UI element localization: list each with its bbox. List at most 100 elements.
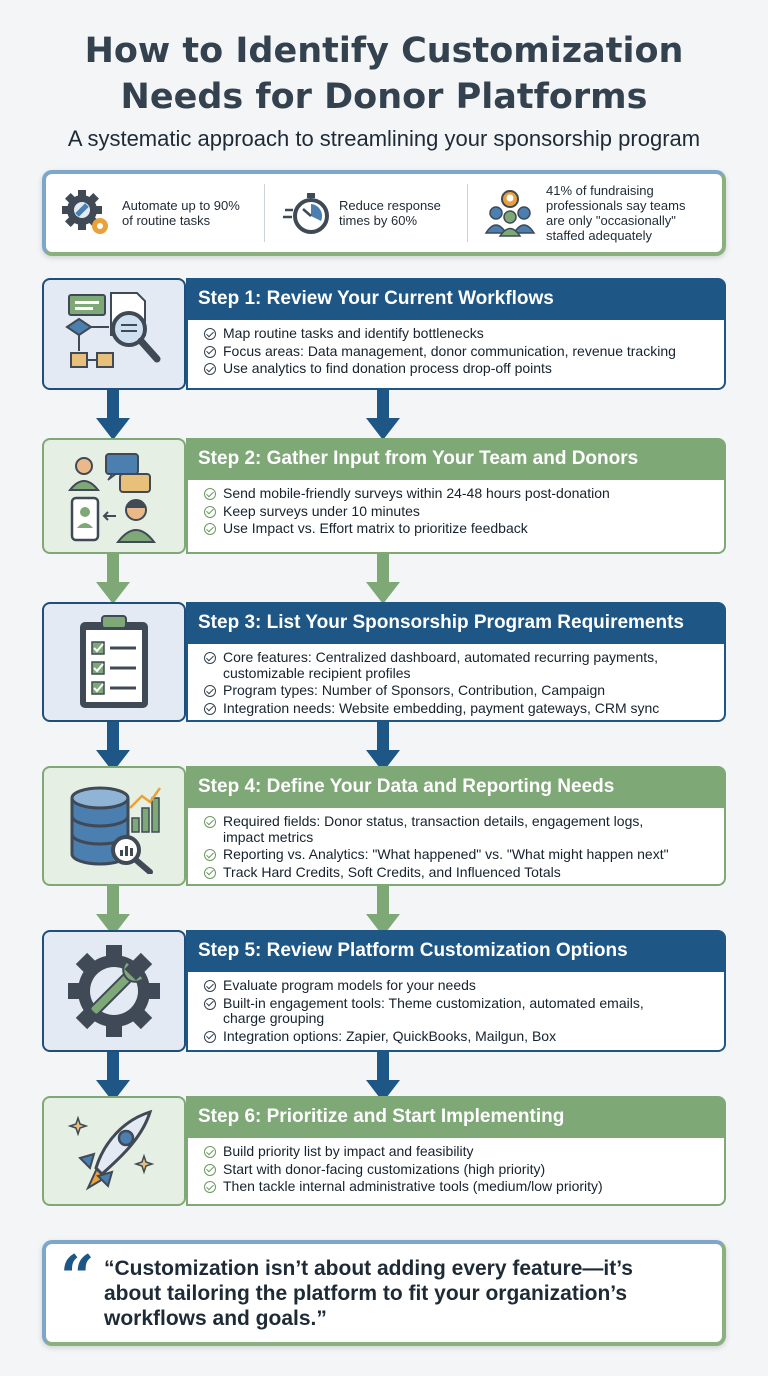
arrow-down-icon bbox=[366, 1052, 400, 1102]
check-icon bbox=[204, 997, 216, 1010]
list-item: Keep surveys under 10 minutes bbox=[204, 502, 712, 520]
bullet-text: Reporting vs. Analytics: "What happened"… bbox=[223, 846, 669, 862]
bullet-text: Integration needs: Website embedding, pa… bbox=[223, 699, 660, 716]
stat-automate: Automate up to 90% of routine tasks bbox=[46, 174, 264, 252]
stat-staffing-text: 41% of fundraising professionals say tea… bbox=[546, 183, 685, 243]
bullet-text: Core features: Centralized dashboard, au… bbox=[223, 649, 659, 681]
page-subtitle: A systematic approach to streamlining yo… bbox=[67, 126, 701, 151]
check-icon bbox=[204, 1181, 216, 1193]
bullet-line: Required fields: Donor status, transacti… bbox=[223, 813, 644, 829]
quote-mark-icon: “ bbox=[60, 1243, 95, 1313]
list-item: Build priority list by impact and feasib… bbox=[204, 1143, 712, 1160]
stat-line: professionals say teams bbox=[546, 198, 686, 213]
check-icon bbox=[204, 702, 216, 715]
people-chat-icon bbox=[67, 453, 157, 543]
check-icon bbox=[204, 652, 216, 664]
arrow-down-icon bbox=[96, 1052, 130, 1102]
check-icon bbox=[204, 1030, 216, 1043]
list-item: Integration options: Zapier, QuickBooks,… bbox=[204, 1027, 712, 1045]
divider bbox=[467, 184, 468, 242]
bullet-text: Keep surveys under 10 minutes bbox=[223, 502, 420, 519]
arrow-down-icon bbox=[96, 390, 130, 440]
list-item: Required fields: Donor status, transacti… bbox=[204, 813, 712, 845]
list-item: Core features: Centralized dashboard, au… bbox=[204, 649, 712, 681]
step-2-title: Step 2: Gather Input from Your Team and … bbox=[186, 438, 726, 480]
step-3-body: Core features: Centralized dashboard, au… bbox=[186, 644, 726, 722]
stat-line: staffed adequately bbox=[546, 228, 653, 243]
bullet-text: Built-in engagement tools: Theme customi… bbox=[223, 994, 644, 1027]
list-item: Evaluate program models for your needs bbox=[204, 977, 712, 994]
bullet-text: Start with donor-facing customizations (… bbox=[223, 1160, 546, 1177]
check-icon bbox=[204, 523, 216, 535]
step-1-icon-box bbox=[42, 278, 186, 390]
list-item: Start with donor-facing customizations (… bbox=[204, 1160, 712, 1178]
check-icon bbox=[204, 345, 216, 358]
arrow-down-icon bbox=[366, 722, 400, 772]
stat-line: are only "occasionally" bbox=[546, 213, 676, 228]
stat-line: Reduce response bbox=[339, 198, 441, 213]
arrow-down-icon bbox=[366, 886, 400, 936]
list-item: Use analytics to find donation process d… bbox=[204, 360, 712, 377]
quote-line: workflows and goals.” bbox=[104, 1307, 327, 1330]
step-3: Step 3: List Your Sponsorship Program Re… bbox=[42, 602, 726, 722]
check-icon bbox=[204, 363, 216, 375]
step-6-title: Step 6: Prioritize and Start Implementin… bbox=[186, 1096, 726, 1138]
check-icon bbox=[204, 980, 216, 992]
bullet-text: Required fields: Donor status, transacti… bbox=[223, 813, 644, 845]
step-4-title: Step 4: Define Your Data and Reporting N… bbox=[186, 766, 726, 808]
step-6-icon-box bbox=[42, 1096, 186, 1206]
workflow-magnifier-icon bbox=[65, 292, 161, 368]
title-line-1: How to Identify Customization bbox=[84, 31, 684, 71]
bullet-line: Built-in engagement tools: Theme customi… bbox=[223, 994, 644, 1011]
list-item: Use Impact vs. Effort matrix to prioriti… bbox=[204, 520, 712, 537]
arrow-down-icon bbox=[96, 554, 130, 604]
list-item: Then tackle internal administrative tool… bbox=[204, 1178, 712, 1195]
arrow-down-icon bbox=[96, 886, 130, 936]
bullet-text: Track Hard Credits, Soft Credits, and In… bbox=[223, 863, 561, 880]
stat-automate-text: Automate up to 90% of routine tasks bbox=[122, 198, 240, 228]
list-item: Track Hard Credits, Soft Credits, and In… bbox=[204, 863, 712, 881]
step-5-body: Evaluate program models for your needs B… bbox=[186, 972, 726, 1052]
step-2-icon-box bbox=[42, 438, 186, 554]
team-icon bbox=[484, 190, 536, 237]
step-3-title: Step 3: List Your Sponsorship Program Re… bbox=[186, 602, 726, 644]
bullet-text: Send mobile-friendly surveys within 24-4… bbox=[223, 485, 610, 501]
stat-staffing: 41% of fundraising professionals say tea… bbox=[468, 174, 722, 252]
check-icon bbox=[204, 505, 216, 518]
arrow-down-icon bbox=[366, 554, 400, 604]
stopwatch-icon bbox=[283, 193, 329, 234]
check-icon bbox=[204, 849, 216, 861]
stat-line: 41% of fundraising bbox=[546, 183, 654, 198]
bullet-text: Program types: Number of Sponsors, Contr… bbox=[223, 682, 606, 698]
check-icon bbox=[204, 685, 216, 697]
bullet-line: Core features: Centralized dashboard, au… bbox=[223, 649, 659, 665]
step-4-icon-box bbox=[42, 766, 186, 886]
list-item: Send mobile-friendly surveys within 24-4… bbox=[204, 485, 712, 502]
arrow-down-icon bbox=[366, 390, 400, 440]
check-icon bbox=[204, 328, 216, 340]
check-icon bbox=[204, 488, 216, 500]
quote-text: “Customization isn’t about adding every … bbox=[104, 1256, 702, 1331]
step-6-body: Build priority list by impact and feasib… bbox=[186, 1138, 726, 1206]
step-5-title: Step 5: Review Platform Customization Op… bbox=[186, 930, 726, 972]
quote-line: “Customization isn’t about adding every … bbox=[104, 1257, 633, 1280]
step-5-icon-box bbox=[42, 930, 186, 1052]
bullet-text: Evaluate program models for your needs bbox=[223, 977, 476, 993]
check-icon bbox=[204, 866, 216, 879]
bullet-line: customizable recipient profiles bbox=[223, 664, 411, 681]
arrow-down-icon bbox=[96, 722, 130, 772]
list-item: Integration needs: Website embedding, pa… bbox=[204, 699, 712, 717]
bullet-text: Then tackle internal administrative tool… bbox=[223, 1178, 603, 1194]
bullet-text: Use analytics to find donation process d… bbox=[223, 360, 552, 376]
bullet-text: Integration options: Zapier, QuickBooks,… bbox=[223, 1027, 557, 1044]
quote-line: about tailoring the platform to fit your… bbox=[104, 1282, 628, 1305]
rocket-icon bbox=[67, 1109, 155, 1191]
checklist-clipboard-icon bbox=[80, 615, 148, 708]
check-icon bbox=[204, 816, 216, 828]
step-3-icon-box bbox=[42, 602, 186, 722]
stat-line: times by 60% bbox=[339, 213, 418, 228]
bullet-line: charge grouping bbox=[223, 1010, 325, 1026]
divider bbox=[264, 184, 265, 242]
step-5: Step 5: Review Platform Customization Op… bbox=[42, 930, 726, 1052]
list-item: Program types: Number of Sponsors, Contr… bbox=[204, 682, 712, 699]
